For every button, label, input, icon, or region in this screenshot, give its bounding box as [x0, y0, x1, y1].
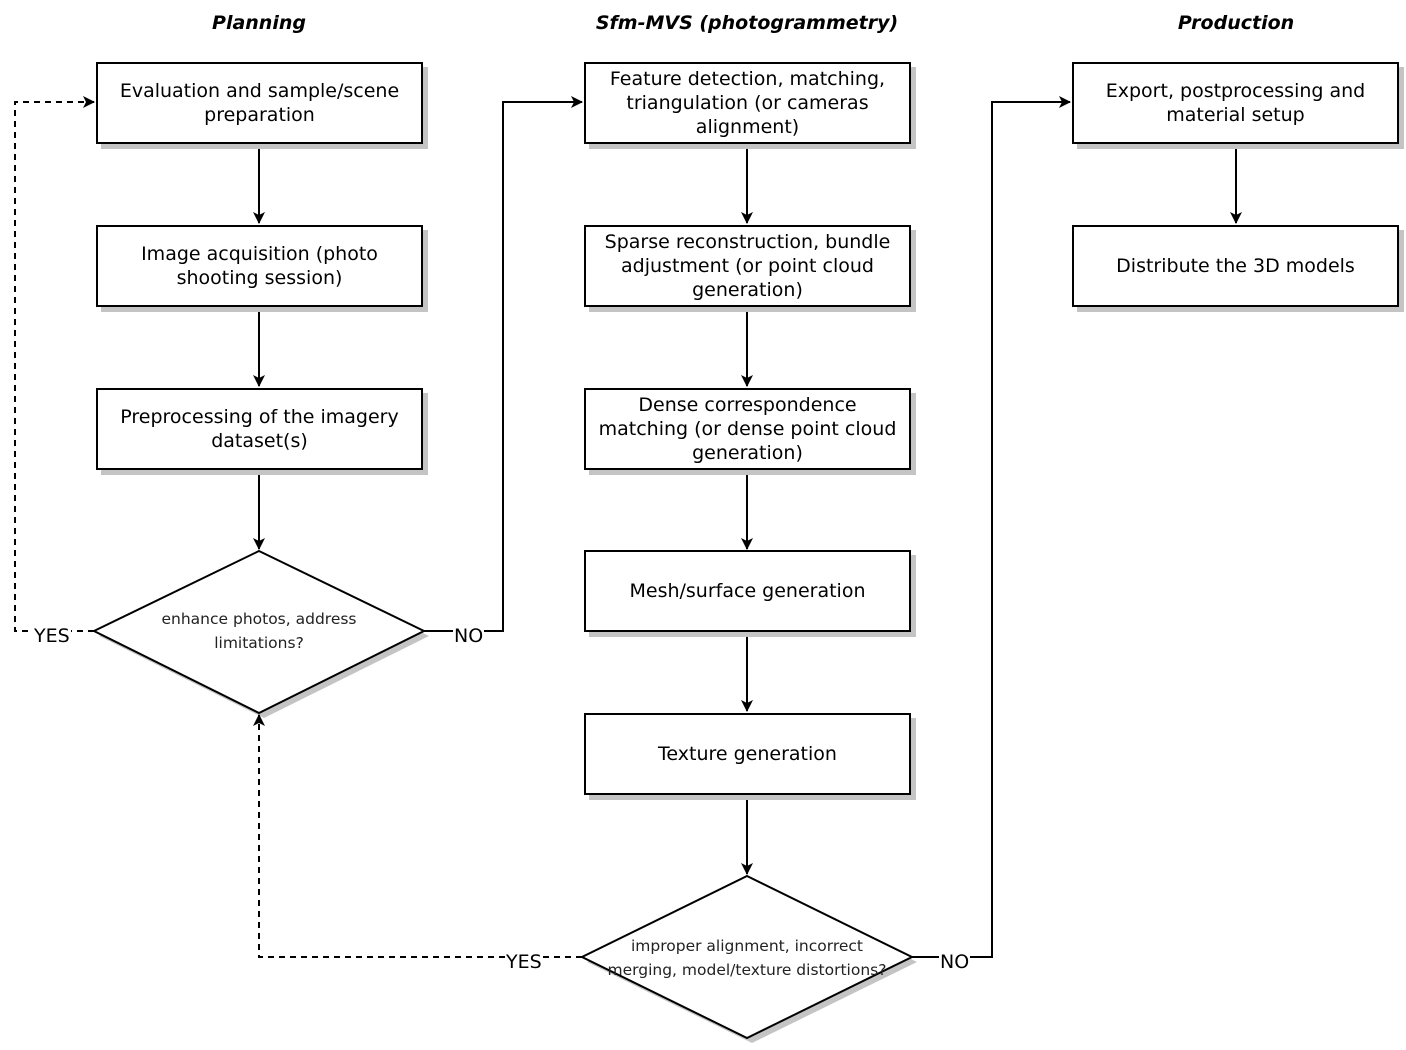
sfm-decision-diamond[interactable] [579, 874, 915, 1040]
planning-decision-text: enhance photos, address limitations? [161, 610, 357, 652]
column-title-planning: Planning [212, 12, 306, 34]
evaluation-box[interactable]: Evaluation and sample/scene preparation [96, 62, 423, 144]
arrow-sfm-yes-back [253, 714, 582, 958]
arrow-planning-no-to-sfm [424, 96, 583, 632]
column-title-sfm: Sfm-MVS (photogrammetry) [595, 12, 899, 34]
export-box[interactable]: Export, postprocessing and material setu… [1072, 62, 1399, 144]
planning-yes-label: YES [33, 624, 71, 648]
preprocessing-box[interactable]: Preprocessing of the imagery dataset(s) [96, 388, 423, 470]
sfm-yes-label: YES [505, 950, 543, 974]
planning-decision-diamond[interactable] [91, 549, 427, 715]
sparse-reconstruction-box[interactable]: Sparse reconstruction, bundle adjustment… [584, 225, 911, 307]
arrow-sfm-no-to-production [912, 96, 1071, 958]
sfm-no-label: NO [939, 950, 971, 974]
sfm-decision-text: improper alignment, incorrect merging, m… [607, 937, 887, 979]
feature-detection-box[interactable]: Feature detection, matching, triangulati… [584, 62, 911, 144]
column-title-production: Production [1177, 12, 1295, 34]
arrow-planning-yes-loop [14, 96, 95, 632]
dense-correspondence-box[interactable]: Dense correspondence matching (or dense … [584, 388, 911, 470]
planning-no-label: NO [453, 624, 485, 648]
mesh-generation-box[interactable]: Mesh/surface generation [584, 550, 911, 632]
image-acquisition-box[interactable]: Image acquisition (photo shooting sessio… [96, 225, 423, 307]
texture-generation-box[interactable]: Texture generation [584, 713, 911, 795]
distribute-box[interactable]: Distribute the 3D models [1072, 225, 1399, 307]
